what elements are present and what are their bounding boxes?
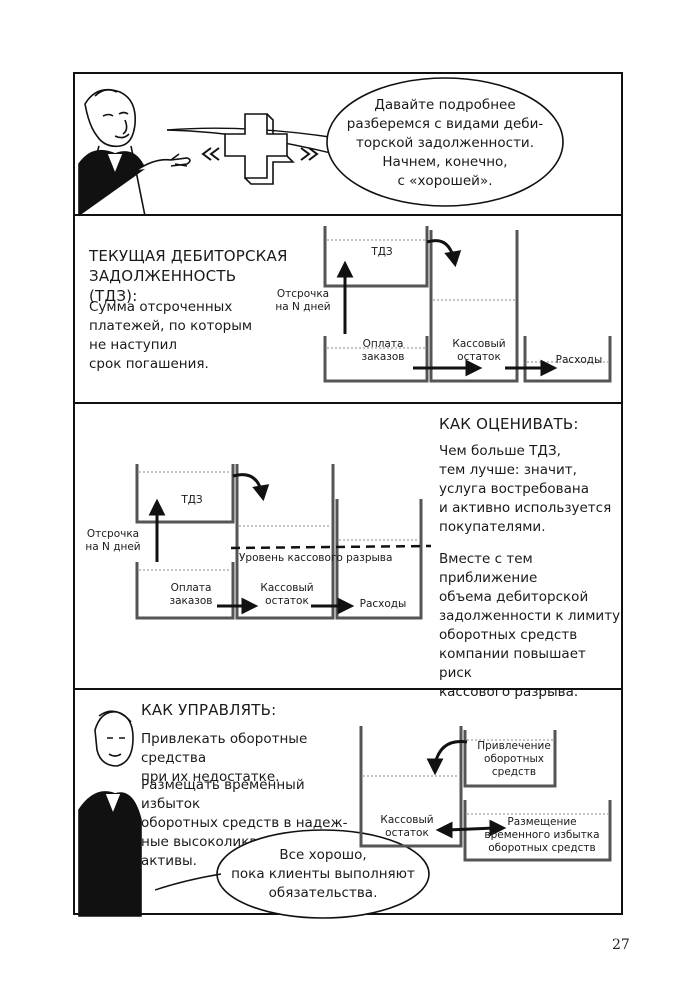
gap-level-label: Уровень кассового разрыва — [239, 552, 393, 564]
manage-illustration — [78, 710, 612, 919]
section-heading: КАК ОЦЕНИВАТЬ: — [439, 415, 579, 433]
payment-tank — [135, 562, 235, 620]
speech-bubble — [326, 77, 564, 207]
label-line: на N дней — [85, 541, 141, 553]
bubble-line: с «хорошей». — [397, 173, 493, 189]
bubble-text: Давайте подробнее разберемся с видами де… — [335, 96, 555, 191]
payment-label: Оплата заказов — [353, 338, 413, 364]
label-line: средств — [491, 766, 537, 778]
delay-label: Отсрочка на N дней — [271, 288, 335, 314]
text-line: тем лучше: значит, — [439, 462, 577, 478]
expenses-label: Расходы — [359, 598, 407, 610]
label-line: оборотных — [484, 753, 544, 765]
label-line: остаток — [457, 351, 501, 363]
text-line: покупателями. — [439, 519, 546, 535]
bubble-line: Начнем, конечно, — [382, 154, 508, 170]
bubble-line: обязательства. — [268, 885, 378, 901]
payment-label: Оплата заказов — [161, 582, 221, 608]
gap-diagram — [135, 464, 432, 620]
text-line: компании повышает риск — [439, 646, 586, 681]
cash-tank — [429, 230, 519, 383]
expenses-label: Расходы — [555, 354, 603, 366]
panel-manage: КАК УПРАВЛЯТЬ: Привлекать оборотные сред… — [73, 688, 623, 919]
page-number: 27 — [612, 937, 630, 953]
panel-current-receivables: ТЕКУЩАЯ ДЕБИТОРСКАЯ ЗАДОЛЖЕННОСТЬ (ТДЗ):… — [73, 214, 623, 402]
label-line: Размещение — [507, 816, 577, 828]
tdz-label: ТДЗ — [181, 494, 203, 506]
bubble-line: пока клиенты выполняют — [231, 866, 415, 882]
chevron-right-icon — [300, 147, 319, 161]
label-line: Отсрочка — [86, 528, 140, 540]
cash-tank — [235, 464, 335, 620]
chevron-left-icon — [201, 147, 220, 161]
text-line: объема дебиторской — [439, 589, 589, 605]
text-line: Вместе с тем — [439, 551, 533, 567]
text-line: Привлекать оборотные средства — [141, 731, 308, 766]
heading-line: ЗАДОЛЖЕННОСТЬ (ТДЗ): — [89, 267, 237, 305]
section-heading: КАК УПРАВЛЯТЬ: — [141, 701, 277, 719]
bubble-line: торской задолженности. — [356, 135, 534, 151]
text-line: при их недостатке. — [141, 769, 280, 785]
text-line: не наступил — [89, 337, 178, 353]
text-line: оборотных средств в надеж- — [141, 815, 348, 831]
expenses-tank — [523, 336, 612, 383]
cash-tank — [359, 726, 463, 848]
definition-text: Сумма отсроченных платежей, по которым н… — [89, 298, 279, 374]
tdz-label: ТДЗ — [371, 246, 393, 258]
label-line: Кассовый — [260, 582, 314, 594]
label-line: Привлечение — [477, 740, 551, 752]
place-label: Размещение временного избытка оборотных … — [477, 816, 607, 855]
cash-label: Кассовый остаток — [255, 582, 319, 608]
advisor-character — [78, 710, 142, 917]
text-line: приближение — [439, 570, 538, 586]
text-line: срок погашения. — [89, 356, 209, 372]
evaluate-text-1: Чем больше ТДЗ, тем лучше: значит, услуг… — [439, 442, 619, 537]
text-line: и активно используется — [439, 500, 612, 516]
panel-evaluate: ТДЗ Отсрочка на N дней Уровень кассового… — [73, 402, 623, 700]
label-line: заказов — [361, 351, 405, 363]
label-line: Кассовый — [380, 814, 434, 826]
text-line: задолженности к лимиту — [439, 608, 621, 624]
label-line: оборотных средств — [488, 842, 596, 854]
payment-tank — [323, 336, 429, 383]
manage-text-1: Привлекать оборотные средства при их нед… — [141, 730, 361, 787]
label-line: временного избытка — [484, 829, 600, 841]
cash-label: Кассовый остаток — [375, 814, 439, 840]
text-line: Сумма отсроченных — [89, 299, 233, 315]
cash-label: Кассовый остаток — [447, 338, 511, 364]
intro-illustration — [78, 77, 564, 217]
label-line: остаток — [385, 827, 429, 839]
label-line: остаток — [265, 595, 309, 607]
text-line: платежей, по которым — [89, 318, 253, 334]
bubble-line: Давайте подробнее — [374, 97, 516, 113]
text-line: оборотных средств — [439, 627, 578, 643]
text-line: Чем больше ТДЗ, — [439, 443, 561, 459]
plus-icon — [224, 113, 295, 185]
panel-intro: Давайте подробнее разберемся с видами де… — [73, 72, 623, 217]
flow-diagram — [323, 226, 612, 383]
text-line: услуга востребована — [439, 481, 589, 497]
label-line: Оплата — [170, 582, 212, 594]
expenses-tank — [335, 499, 423, 620]
bubble-line: Все хорошо, — [279, 847, 367, 863]
attract-label: Привлечение оборотных средств — [475, 740, 553, 779]
label-line: Кассовый — [452, 338, 506, 350]
tdz-tank — [323, 226, 429, 288]
text-line: Размещать временный избыток — [141, 777, 305, 812]
evaluate-text-2: Вместе с тем приближение объема дебиторс… — [439, 550, 623, 702]
gap-level-line — [230, 544, 432, 550]
label-line: на N дней — [275, 301, 331, 313]
presenter-character — [78, 88, 191, 217]
attract-tank — [463, 730, 557, 788]
delay-label: Отсрочка на N дней — [81, 528, 145, 554]
bubble-line: разберемся с видами деби- — [346, 116, 544, 132]
bubble-text: Все хорошо, пока клиенты выполняют обяза… — [227, 846, 419, 903]
section-heading: ТЕКУЩАЯ ДЕБИТОРСКАЯ ЗАДОЛЖЕННОСТЬ (ТДЗ): — [89, 246, 289, 306]
heading-line: ТЕКУЩАЯ ДЕБИТОРСКАЯ — [89, 247, 288, 265]
label-line: Оплата — [362, 338, 404, 350]
tdz-tank — [135, 464, 235, 524]
label-line: заказов — [169, 595, 213, 607]
label-line: Отсрочка — [276, 288, 330, 300]
